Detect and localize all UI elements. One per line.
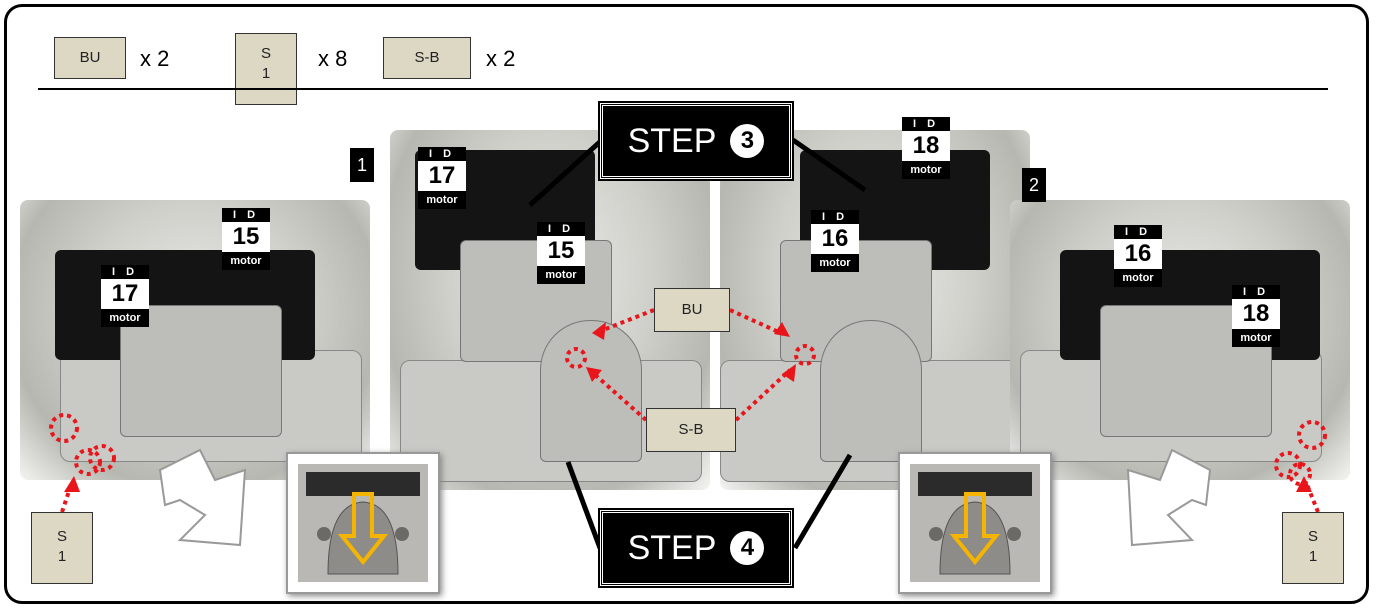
screw-highlight	[1288, 462, 1312, 486]
step-4-label: STEP	[627, 528, 717, 567]
instruction-frame	[4, 4, 1369, 604]
screw-highlight	[88, 444, 116, 472]
step3-connector-right	[791, 137, 867, 193]
step-3-number: 3	[730, 124, 765, 158]
robot-photo-right	[1010, 200, 1350, 480]
arrowhead	[64, 476, 80, 492]
robot-photo-left	[20, 200, 370, 480]
figure-tag-1: 1	[350, 148, 374, 182]
step-3-label: STEP	[627, 121, 717, 160]
step-4-number: 4	[730, 531, 765, 565]
part-s1-qty: x 8	[318, 46, 348, 71]
bu-arrow-left	[597, 308, 655, 334]
screw-highlight	[565, 347, 587, 369]
sb-arrow-left	[590, 370, 648, 422]
detail-inset-left	[286, 452, 440, 594]
screw-highlight	[74, 448, 102, 476]
down-arrow-icon	[337, 492, 389, 566]
callout-s1-left: S 1	[31, 512, 93, 584]
arrowhead	[1296, 476, 1312, 492]
part-bu: BU	[54, 37, 126, 79]
screw-highlight	[1297, 420, 1327, 450]
callout-s1-right: S 1	[1282, 512, 1344, 584]
arrowhead	[782, 364, 796, 382]
step-3-banner: STEP 3	[598, 101, 794, 181]
arrowhead	[774, 322, 790, 337]
bu-arrow-right	[729, 308, 784, 336]
screw-highlight	[49, 413, 79, 443]
down-arrow-icon	[949, 492, 1001, 566]
callout-sb: S-B	[646, 408, 736, 452]
part-sb: S-B	[383, 37, 471, 79]
direction-arrow-left	[158, 448, 247, 547]
step3-connector-left	[528, 138, 604, 207]
direction-arrow-right	[1126, 448, 1212, 547]
screw-highlight	[1274, 451, 1302, 479]
screw-highlight	[794, 344, 816, 366]
header-divider	[38, 88, 1328, 90]
part-bu-qty: x 2	[140, 46, 170, 71]
figure-tag-2: 2	[1022, 168, 1046, 202]
sb-arrow-right	[734, 368, 792, 422]
step-4-banner: STEP 4	[598, 508, 794, 588]
step4-connector-right	[792, 453, 853, 550]
robot-photo-center-right	[720, 130, 1030, 490]
callout-bu: BU	[654, 288, 730, 332]
part-s1: S 1	[235, 33, 297, 105]
arrowhead	[586, 367, 602, 382]
step4-connector-left	[565, 461, 603, 549]
arrowhead	[592, 322, 606, 340]
detail-inset-right	[898, 452, 1052, 594]
part-sb-qty: x 2	[486, 46, 516, 71]
